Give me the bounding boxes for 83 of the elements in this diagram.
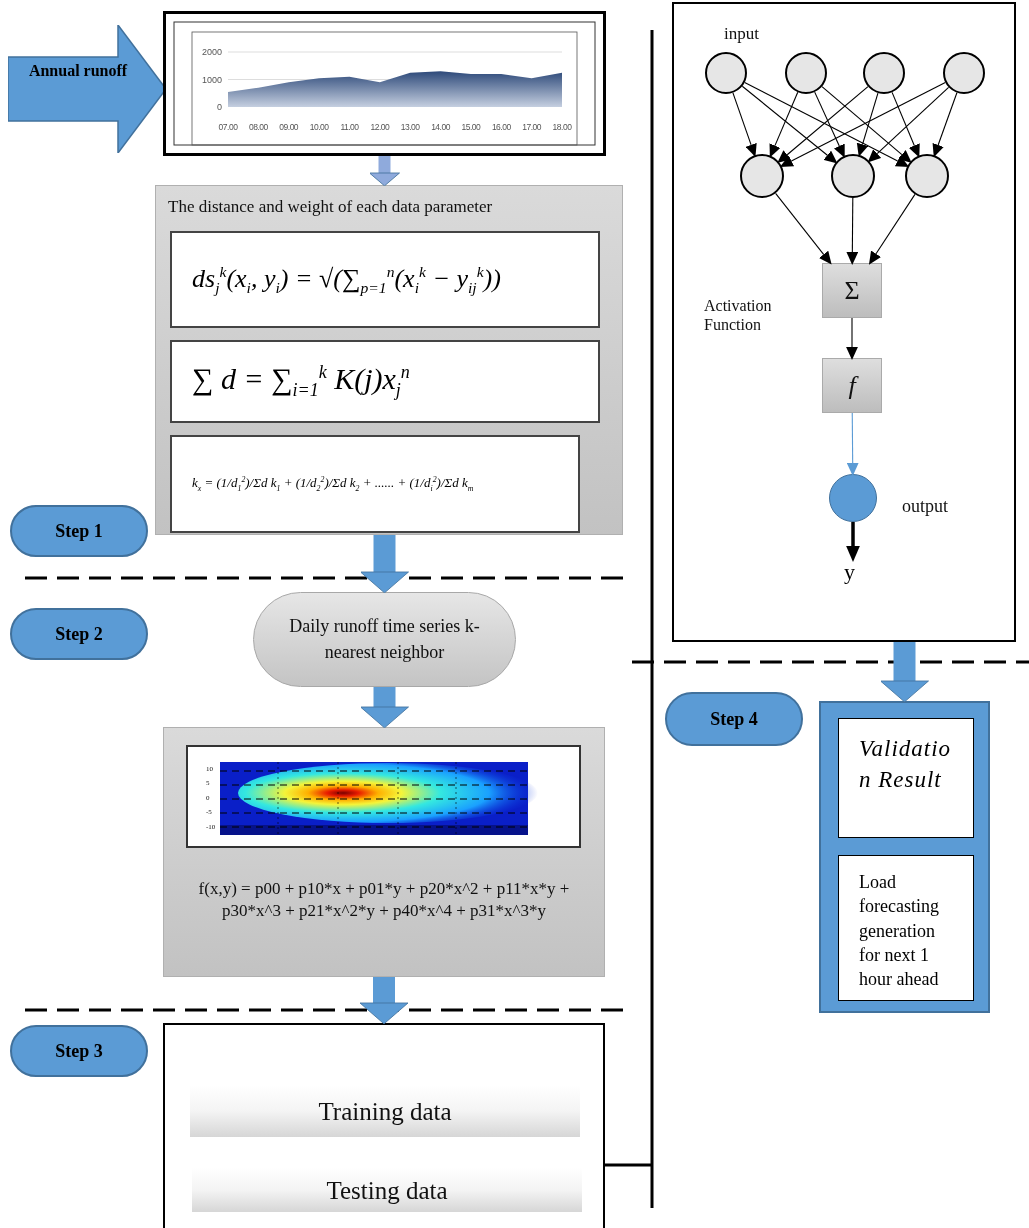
- arrow: [779, 82, 946, 167]
- formula-box: [170, 435, 580, 533]
- axis-tick-label: 07.00: [218, 122, 238, 132]
- data-label: Testing data: [326, 1175, 448, 1206]
- axis-tick-label: 0: [217, 102, 222, 112]
- text-box: [838, 855, 974, 1001]
- result-heading: Validation Result: [859, 735, 953, 795]
- equation-text: f(x,y) = p00 + p10*x + p01*y + p20*x^2 + p11*x*y + p30*x^3 + p21*x^2*y + p40*x^4 + p31*x^3*y: [197, 878, 571, 923]
- layer-label: input: [724, 24, 759, 45]
- step-pill: [10, 505, 148, 557]
- axis-tick-label: 10.00: [309, 122, 329, 132]
- formula-box: [170, 340, 600, 423]
- result-text: Load forecasting generation for next 1 hour ahead: [859, 871, 940, 992]
- arrow: [744, 82, 910, 167]
- neuron-circle: [863, 52, 905, 94]
- axis-tick-label: 09.00: [279, 122, 299, 132]
- panel-heading: The distance and weight of each data parameter: [168, 196, 494, 218]
- arrow: [846, 412, 859, 476]
- arrow: [732, 92, 757, 158]
- arrow: [856, 92, 879, 157]
- block-arrow: [880, 642, 929, 703]
- block-arrow: [360, 535, 409, 594]
- network-panel: [672, 2, 1016, 642]
- block-arrow: [359, 977, 409, 1025]
- arrow: [814, 91, 845, 158]
- process-panel: [163, 727, 605, 977]
- node-caption: output: [902, 496, 948, 518]
- output-label: y: [844, 560, 862, 584]
- arrow-label: Annual runoff: [27, 61, 129, 81]
- arrow: [821, 86, 912, 164]
- neuron-circle: [705, 52, 747, 94]
- axis-tick-label: 08.00: [248, 122, 268, 132]
- operator-symbol: Σ: [844, 275, 860, 306]
- step-label: Step 3: [55, 1040, 103, 1062]
- neuron-circle: [831, 154, 875, 198]
- step-label: Step 1: [55, 520, 103, 542]
- axis-tick-label: 15.00: [461, 122, 481, 132]
- step-pill: [665, 692, 803, 746]
- data-label: Training data: [318, 1096, 452, 1127]
- output-neuron: [829, 474, 877, 522]
- arrow: [777, 86, 869, 164]
- process-panel: [155, 185, 623, 535]
- formula-box: [170, 231, 600, 328]
- neuron-circle: [905, 154, 949, 198]
- arrow: [868, 193, 916, 265]
- result-panel: [819, 701, 990, 1013]
- neuron-circle: [785, 52, 827, 94]
- neuron-circle: [943, 52, 985, 94]
- step-label: Step 2: [55, 623, 103, 645]
- axis-tick-label: 13.00: [400, 122, 420, 132]
- operator-box: [822, 263, 882, 318]
- arrow: [769, 91, 799, 158]
- arrow: [846, 197, 859, 265]
- data-split-box: [163, 1023, 605, 1228]
- step-label: Step 4: [710, 708, 758, 730]
- text-box: [838, 718, 974, 838]
- layer-label: Activation Function: [704, 296, 773, 335]
- axis-tick-label: 12.00: [370, 122, 390, 132]
- step-pill: [10, 608, 148, 660]
- chart-box: [163, 11, 606, 156]
- arrow: [891, 91, 920, 158]
- arrow: [932, 92, 958, 158]
- axis-tick-label: 17.00: [522, 122, 542, 132]
- axis-tick-label: 2000: [201, 47, 222, 57]
- axis-tick-label: 11.00: [340, 122, 359, 132]
- contour-plot-frame: [186, 745, 581, 848]
- formula: ds$_{j}$$^{k}$(x$_{i}$, y$_{i}$) = √(∑$_{p=1}$$^{n}$(x$_{i}$$^{k}$ − y$_{ij}$$^{k}$)): [192, 262, 501, 297]
- arrow: [775, 192, 832, 265]
- arrow: [741, 85, 838, 164]
- arrow: [846, 522, 860, 562]
- formula: k$_{x}$ = (1/d$_{1}$$^{2}$)/Σd k$_{1}$ + (1/d$_{2}$$^{2}$)/Σd k$_{2}$ + ...... + (1/d$_{i}$$^{2}$)/Σd k$_{m}$: [192, 475, 474, 493]
- arrow: [846, 317, 858, 360]
- process-label: Daily runoff time series k-nearest neighbor: [288, 615, 481, 664]
- axis-tick-label: 16.00: [491, 122, 511, 132]
- arrow: [867, 86, 950, 163]
- block-arrow: [360, 687, 409, 729]
- axis-tick-label: 18.00: [552, 122, 572, 132]
- axis-tick-label: 14.00: [431, 122, 450, 132]
- axis-tick-label: 1000: [201, 74, 222, 85]
- operator-box: [822, 358, 882, 413]
- step-pill: [10, 1025, 148, 1077]
- neuron-circle: [740, 154, 784, 198]
- block-arrow: [369, 156, 400, 187]
